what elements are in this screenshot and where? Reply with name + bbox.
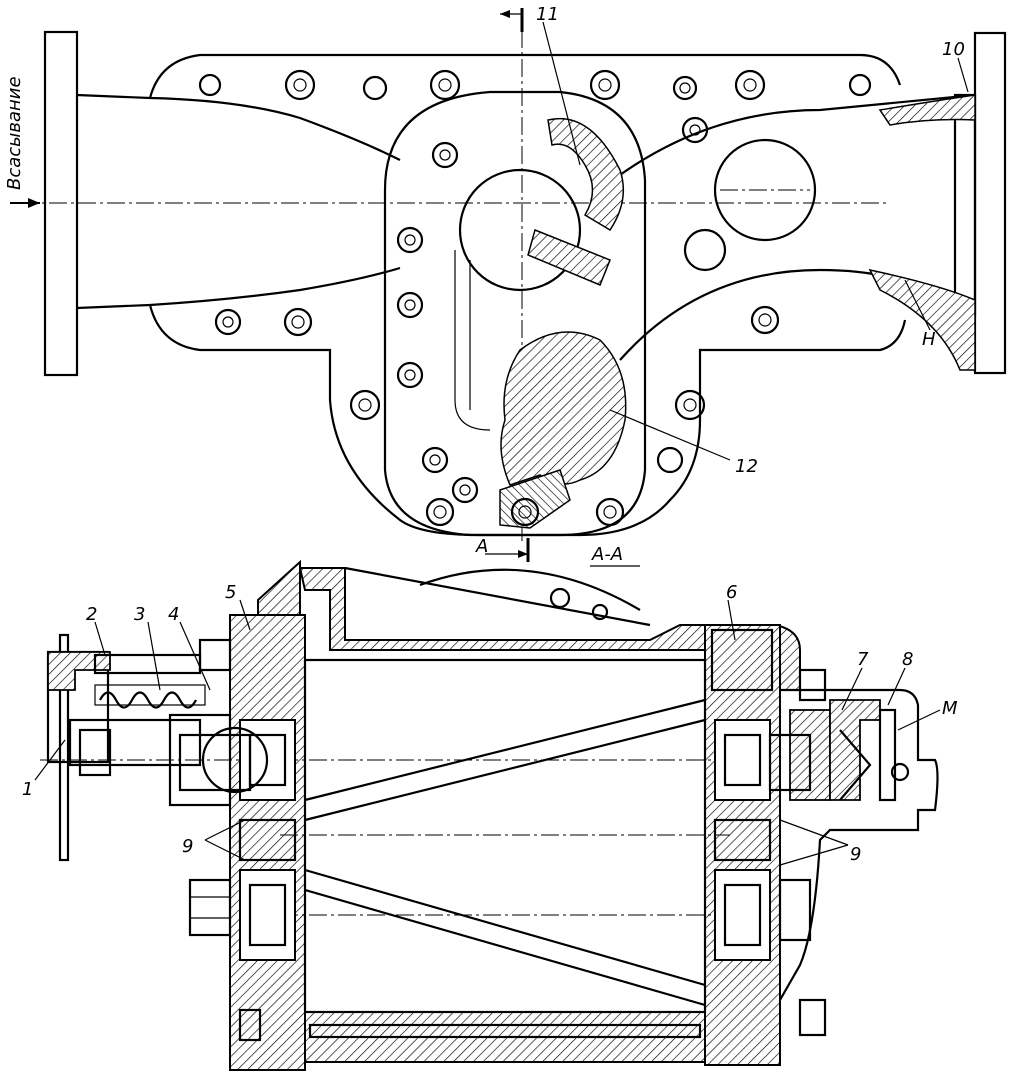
inlet-pipe (76, 93, 401, 310)
rotor-vane (304, 868, 706, 987)
rotor-section-12 (500, 331, 627, 486)
rotor-circle (458, 168, 582, 292)
callout-1: 1 (22, 779, 33, 800)
callout-2: 2 (86, 604, 97, 625)
callout-7: 7 (857, 649, 869, 670)
callout-9-left: 9 (182, 836, 193, 857)
plan-view (10, 8, 1007, 562)
bearing-right-lower (714, 869, 771, 961)
bearing-left-lower (239, 869, 296, 961)
callout-H: Н (922, 329, 936, 350)
left-end-plate (229, 614, 306, 1071)
section-view (34, 559, 941, 1071)
callout-5: 5 (225, 582, 236, 603)
inlet-label: Всасывание (4, 76, 25, 190)
outlet-flange (973, 31, 1007, 375)
section-marker: А (475, 536, 488, 557)
central-cover (383, 90, 647, 537)
rotor-vane (304, 718, 706, 822)
callout-11: 11 (536, 4, 559, 25)
callout-10: 10 (942, 39, 965, 60)
rotor-vane (304, 698, 706, 802)
section-title: А-А (591, 544, 623, 565)
vane-section-11 (547, 117, 625, 232)
callout-9-right: 9 (850, 844, 861, 865)
right-end-plate (704, 624, 781, 1066)
callout-6: 6 (726, 582, 737, 603)
rotor-vane (304, 888, 706, 1007)
callout-M: М (942, 698, 958, 719)
bearing-right-upper (714, 719, 771, 801)
outlet-pipe (599, 93, 976, 361)
right-end-cover (779, 688, 939, 1001)
callout-12: 12 (735, 456, 758, 477)
plan-bolts (198, 69, 872, 527)
shaft-seal-assembly (40, 633, 269, 862)
callout-4: 4 (168, 604, 179, 625)
callout-3: 3 (134, 604, 145, 625)
callout-8: 8 (902, 649, 913, 670)
